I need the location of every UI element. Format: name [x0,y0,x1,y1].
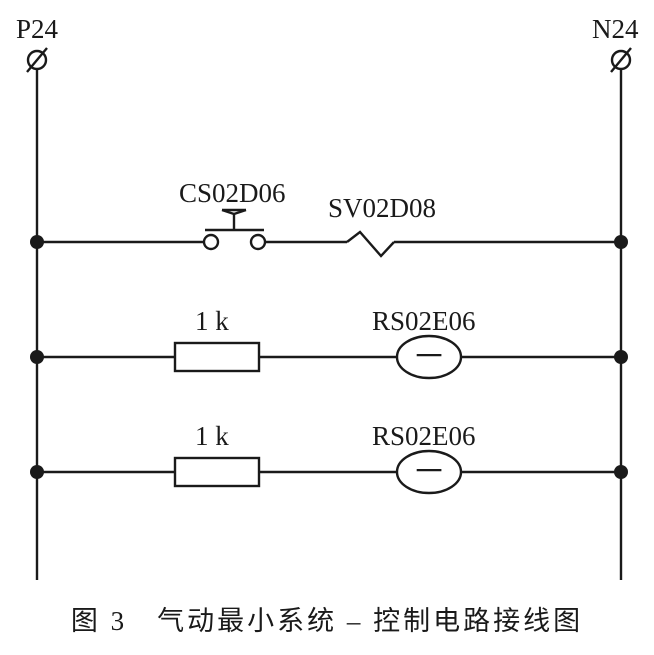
pushbutton-switch [202,208,267,251]
resistor-label: 1 k [195,306,229,336]
branch-switch-solenoid: CS02D06 SV02D08 [30,178,628,258]
resistor [173,456,261,488]
branch-resistor-lamp-2: 一 1 k RS02E06 [30,421,628,495]
resistor-label: 1 k [195,421,229,451]
lamp-symbol: 一 [416,342,443,372]
solenoid-label: SV02D08 [328,193,436,223]
resistor [173,341,261,373]
figure-caption: 图 3 气动最小系统 – 控制电路接线图 [71,606,583,636]
left-terminal [26,47,48,73]
junction-dot [614,350,628,364]
left-rail-label: P24 [16,14,59,44]
switch-label: CS02D06 [179,178,286,208]
junction-dot [614,235,628,249]
branch-resistor-lamp-1: 一 1 k RS02E06 [30,306,628,380]
lamp-symbol: 一 [416,457,443,487]
junction-dot [30,235,44,249]
lamp-label: RS02E06 [372,421,476,451]
right-terminal [610,47,632,73]
junction-dot [30,350,44,364]
right-rail-label: N24 [592,14,639,44]
solenoid-coil [346,230,395,258]
junction-dot [614,465,628,479]
junction-dot [30,465,44,479]
lamp-label: RS02E06 [372,306,476,336]
